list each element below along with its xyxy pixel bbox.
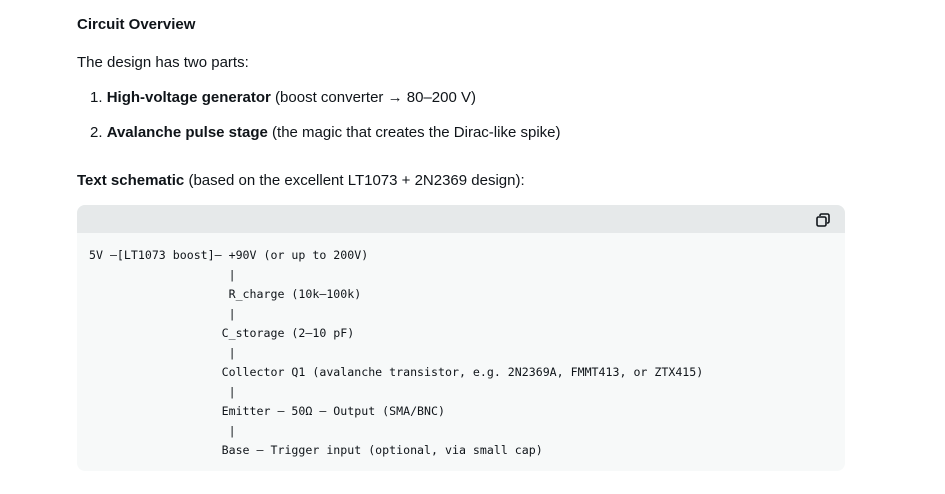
copy-icon[interactable] [815,212,831,228]
schematic-code: 5V —[LT1073 boost]— +90V (or up to 200V)… [89,246,703,461]
code-line: Collector Q1 (avalanche transistor, e.g.… [89,365,704,379]
list-item-title: High-voltage generator [106,89,271,106]
schematic-label-text: (based on the excellent LT1073 + 2N2369 … [184,172,525,189]
list-item-title: Avalanche pulse stage [106,124,268,141]
list-item: 1. High-voltage generator (boost convert… [90,89,476,106]
list-item: 2. Avalanche pulse stage (the magic that… [90,124,561,141]
schematic-label-bold: Text schematic [77,172,185,189]
code-line: Emitter — 50Ω — Output (SMA/BNC) [89,404,445,418]
code-line: | [89,384,236,399]
section-heading: Circuit Overview [77,16,196,33]
intro-text: The design has two parts: [77,54,249,71]
code-block-header [77,205,845,233]
code-line: | [89,306,236,321]
code-line: R_charge (10k–100k) [89,287,362,301]
list-item-text: (the magic that creates the Dirac-like s… [267,124,561,141]
code-block: 5V —[LT1073 boost]— +90V (or up to 200V)… [77,205,845,471]
list-item-text: (boost converter → 80–200 V) [270,89,476,106]
list-number: 1. [90,89,103,106]
code-line: | [89,267,236,282]
code-line: C_storage (2–10 pF) [89,326,355,340]
code-line: 5V —[LT1073 boost]— +90V (or up to 200V) [89,248,369,262]
code-line: Base — Trigger input (optional, via smal… [89,443,543,457]
code-line: | [89,345,236,360]
list-number: 2. [90,124,103,141]
schematic-label: Text schematic (based on the excellent L… [77,172,525,189]
code-line: | [89,423,236,438]
